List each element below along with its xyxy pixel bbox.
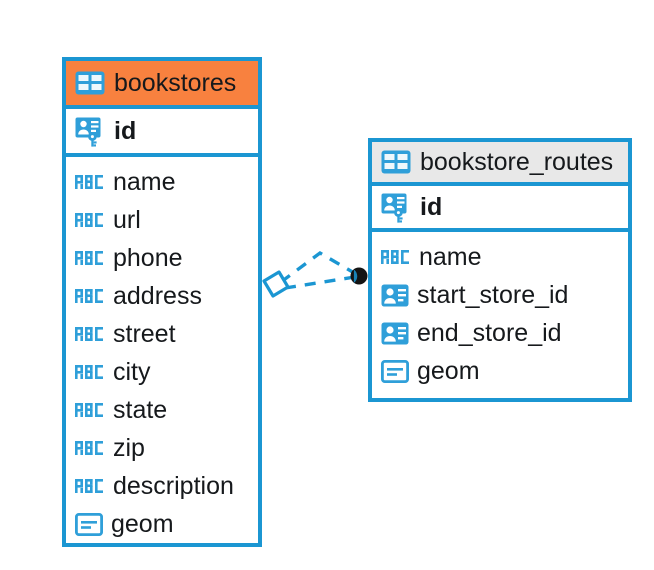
text-type-icon — [75, 439, 105, 457]
field-label: geom — [111, 509, 174, 538]
field-label: phone — [113, 243, 183, 272]
entity-bookstores-title: bookstores — [114, 68, 237, 97]
entity-bookstores-primary-key-row[interactable]: id — [66, 109, 258, 157]
field-label: city — [113, 357, 151, 386]
field-label: state — [113, 395, 168, 424]
field-row[interactable]: phone — [75, 239, 249, 277]
text-type-icon — [75, 325, 105, 343]
field-row[interactable]: city — [75, 353, 249, 391]
field-row[interactable]: street — [75, 315, 249, 353]
field-row[interactable]: url — [75, 201, 249, 239]
field-label: url — [113, 205, 141, 234]
field-row[interactable]: geom — [75, 505, 249, 543]
entity-bookstore-routes[interactable]: bookstore_routes id — [368, 138, 632, 402]
text-type-icon — [75, 287, 105, 305]
field-label: street — [113, 319, 176, 348]
field-label: geom — [417, 356, 480, 385]
field-row[interactable]: description — [75, 467, 249, 505]
relationship-line-upper — [279, 250, 357, 284]
text-type-icon — [75, 173, 105, 191]
field-row[interactable]: name — [75, 163, 249, 201]
entity-bookstores-field-list: name url — [66, 157, 258, 549]
entity-bookstore-routes-field-list: name start_store_id — [372, 232, 628, 398]
foreign-key-icon — [381, 283, 409, 308]
table-icon — [75, 71, 105, 95]
text-type-icon — [381, 248, 411, 266]
text-type-icon — [75, 249, 105, 267]
relationship-line-lower — [284, 275, 356, 290]
field-row[interactable]: state — [75, 391, 249, 429]
field-label: description — [113, 471, 234, 500]
text-type-icon — [75, 477, 105, 495]
entity-bookstore-routes-primary-key-label: id — [420, 192, 443, 221]
field-label: name — [113, 167, 176, 196]
text-type-icon — [75, 401, 105, 419]
field-row[interactable]: zip — [75, 429, 249, 467]
field-row[interactable]: start_store_id — [381, 276, 619, 314]
entity-bookstores-header[interactable]: bookstores — [66, 61, 258, 109]
text-type-icon — [75, 363, 105, 381]
primary-key-icon — [381, 192, 412, 223]
field-row[interactable]: name — [381, 238, 619, 276]
field-label: start_store_id — [417, 280, 569, 309]
field-label: end_store_id — [417, 318, 562, 347]
field-label: zip — [113, 433, 145, 462]
field-row[interactable]: address — [75, 277, 249, 315]
entity-bookstores[interactable]: bookstores id — [62, 57, 262, 547]
diamond-marker — [262, 270, 290, 298]
entity-bookstore-routes-primary-key-row[interactable]: id — [372, 186, 628, 232]
entity-bookstores-primary-key-label: id — [114, 116, 137, 145]
entity-bookstore-routes-header[interactable]: bookstore_routes — [372, 142, 628, 186]
table-icon — [381, 150, 411, 174]
field-row[interactable]: end_store_id — [381, 314, 619, 352]
text-type-icon — [75, 211, 105, 229]
geometry-type-icon — [75, 512, 103, 537]
foreign-key-icon — [381, 321, 409, 346]
field-row[interactable]: geom — [381, 352, 619, 390]
entity-bookstore-routes-title: bookstore_routes — [420, 147, 614, 176]
field-label: name — [419, 242, 482, 271]
filled-circle-marker — [350, 267, 368, 285]
field-label: address — [113, 281, 202, 310]
geometry-type-icon — [381, 359, 409, 384]
primary-key-icon — [75, 116, 106, 147]
filled-circle-marker-highlight — [353, 270, 358, 283]
